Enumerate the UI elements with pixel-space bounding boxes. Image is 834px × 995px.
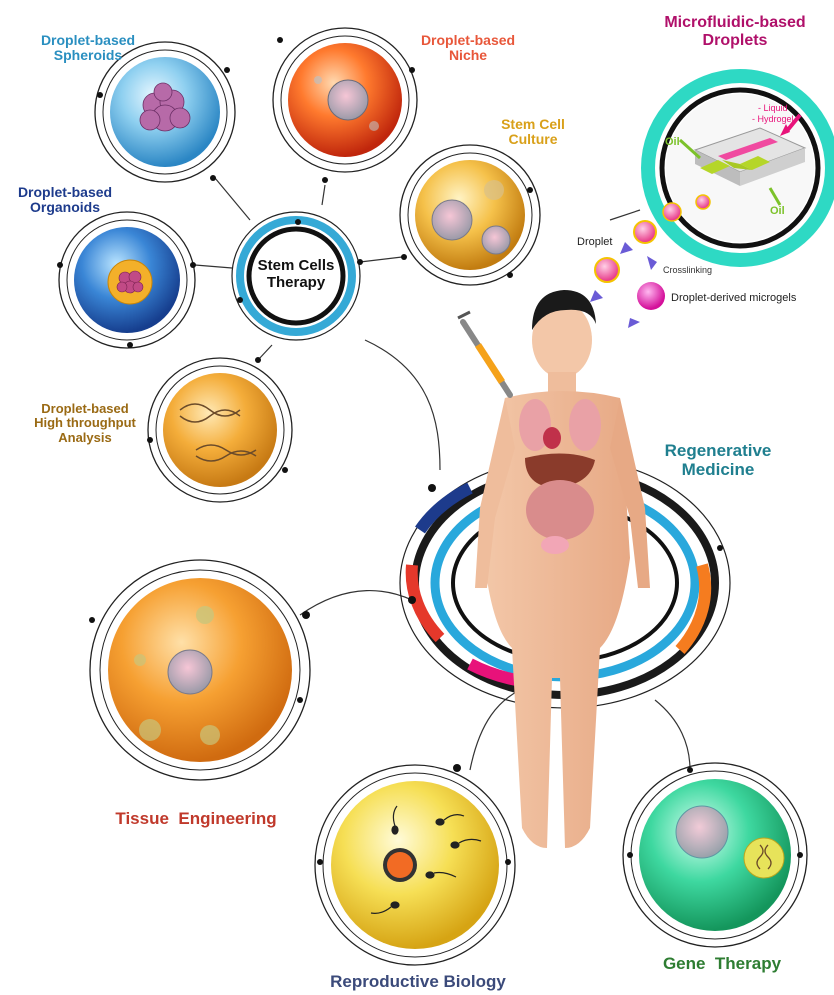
high-throughput-analysis-bubble (148, 358, 292, 502)
spheroids-label: Droplet-based Spheroids (18, 33, 158, 64)
niche-label: Droplet-based Niche (398, 33, 538, 64)
microfluidic-label-line1: Microfluidic-based (640, 14, 830, 32)
niche-label-line1: Droplet-based (398, 33, 538, 48)
reproductive-biology-label: Reproductive Biology (318, 973, 518, 992)
analysis-label: Droplet-based High throughput Analysis (20, 402, 150, 445)
center-title-line2: Therapy (246, 275, 346, 292)
oil-right-label: Oil (770, 205, 785, 217)
microfluidic-label-line2: Droplets (640, 32, 830, 50)
oil-left-label: Oil (665, 136, 680, 148)
droplet (634, 221, 656, 243)
analysis-label-line2: High throughput (20, 416, 150, 430)
spheroids-label-line1: Droplet-based (18, 33, 158, 48)
tissue-engineering-bubble (90, 560, 310, 780)
culture-label: Stem Cell Culture (478, 117, 588, 148)
culture-label-line2: Culture (478, 132, 588, 147)
chip-droplet (696, 195, 710, 209)
niche-bubble (273, 28, 417, 172)
regenerative-label-line2: Medicine (648, 461, 788, 480)
syringe-icon (458, 312, 510, 395)
liquid-label: - Liquid (758, 103, 788, 113)
regenerative-label-line1: Regenerative (648, 442, 788, 461)
droplet-label: Droplet (577, 236, 612, 248)
analysis-label-line3: Analysis (20, 431, 150, 445)
human-figure (458, 290, 650, 848)
hydrogel-label: - Hydrogel (752, 114, 794, 124)
reproductive-biology-bubble (315, 765, 515, 965)
center-title: Stem Cells Therapy (246, 258, 346, 291)
niche-label-line2: Niche (398, 48, 538, 63)
analysis-label-line1: Droplet-based (20, 402, 150, 416)
microgels-label: Droplet-derived microgels (671, 292, 796, 304)
spheroids-label-line2: Spheroids (18, 48, 158, 63)
chip-droplet (663, 203, 681, 221)
organoids-label-line2: Organoids (0, 200, 130, 215)
center-title-line1: Stem Cells (246, 258, 346, 275)
microgel (637, 282, 665, 310)
gene-therapy-bubble (623, 763, 807, 947)
crosslinking-label: Crosslinking (663, 265, 712, 275)
gene-therapy-label: Gene Therapy (652, 955, 792, 974)
organoids-label: Droplet-based Organoids (0, 185, 130, 216)
stem-cell-culture-bubble (400, 145, 540, 285)
droplet (595, 258, 619, 282)
microfluidic-label: Microfluidic-based Droplets (640, 14, 830, 49)
microfluidic-bubble (648, 76, 832, 260)
culture-label-line1: Stem Cell (478, 117, 588, 132)
tissue-engineering-label: Tissue Engineering (96, 810, 296, 829)
organoids-label-line1: Droplet-based (0, 185, 130, 200)
organoids-bubble (59, 212, 195, 348)
regenerative-label: Regenerative Medicine (648, 442, 788, 479)
